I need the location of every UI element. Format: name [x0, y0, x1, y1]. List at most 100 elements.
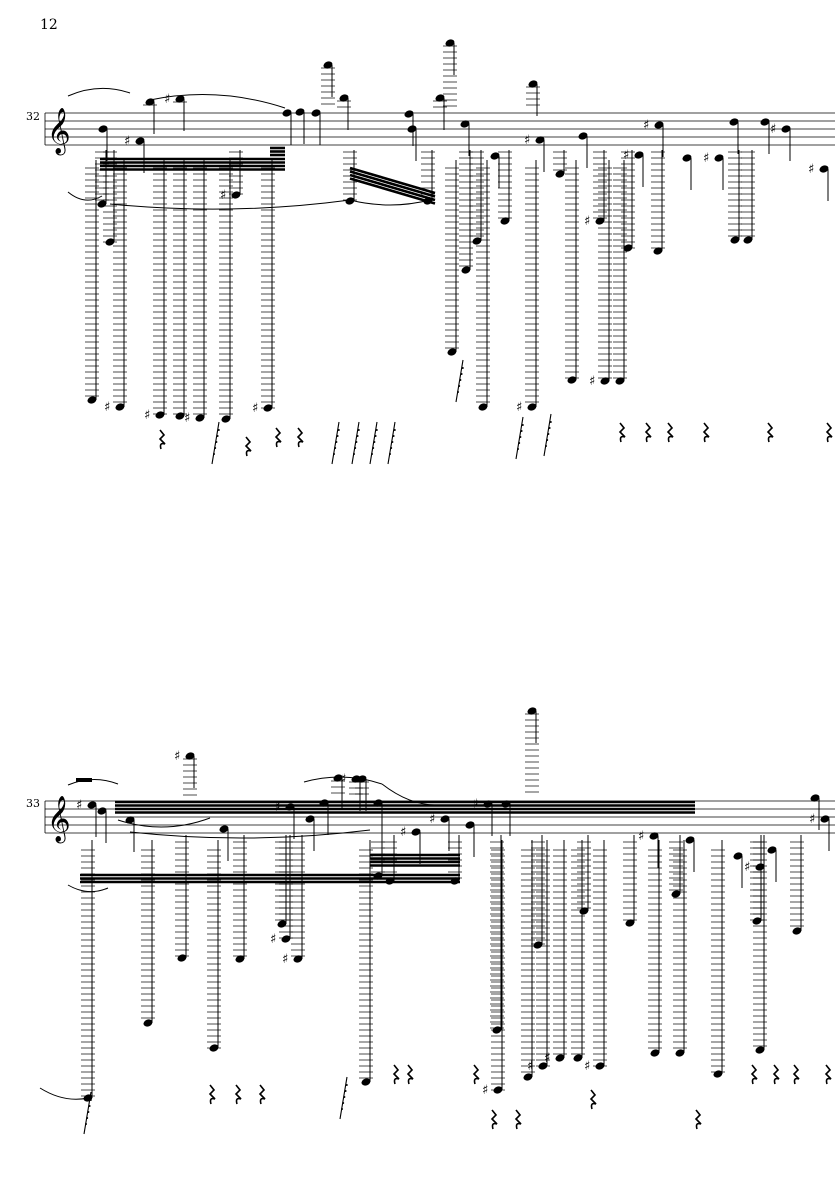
- notehead: [87, 396, 97, 404]
- notehead: [447, 348, 457, 356]
- notehead: [752, 917, 762, 925]
- notehead: [819, 165, 829, 173]
- tremolo-dot: [459, 379, 462, 381]
- slur: [117, 817, 211, 828]
- notehead: [311, 109, 321, 117]
- sharp-accidental: ♯: [808, 162, 814, 177]
- notehead: [319, 799, 329, 807]
- quarter-rest: [702, 422, 710, 443]
- notehead: [650, 1049, 660, 1057]
- notehead: [440, 815, 450, 823]
- quarter-rest: [258, 1084, 266, 1105]
- sharp-accidental: ♯: [270, 932, 276, 947]
- tremolo-dot: [374, 435, 377, 437]
- quarter-rest: [750, 1064, 758, 1085]
- notehead: [501, 800, 511, 808]
- notehead: [361, 1078, 371, 1086]
- sharp-accidental: ♯: [340, 772, 346, 787]
- notehead: [682, 154, 692, 162]
- tremolo-dot: [519, 436, 522, 438]
- sharp-accidental: ♯: [400, 825, 406, 840]
- beam: [349, 173, 436, 202]
- notehead: [755, 863, 765, 871]
- tremolo-dot: [372, 447, 375, 449]
- tremolo-stem: [515, 416, 524, 460]
- tremolo-stem: [83, 1091, 92, 1135]
- tremolo-dot: [389, 453, 391, 455]
- sharp-accidental: ♯: [544, 1051, 550, 1066]
- tremolo-dot: [517, 448, 519, 450]
- tremolo-dot: [460, 373, 463, 375]
- quarter-rest: [234, 1084, 242, 1105]
- quarter-rest: [514, 1109, 522, 1130]
- notehead: [235, 955, 245, 963]
- notehead: [578, 132, 588, 140]
- notehead: [500, 217, 510, 225]
- tremolo-stem: [211, 421, 220, 465]
- notehead: [407, 125, 417, 133]
- sharp-accidental: ♯: [770, 122, 776, 137]
- tremolo-dot: [549, 421, 552, 423]
- slur: [381, 783, 441, 806]
- notehead: [634, 151, 644, 159]
- sharp-accidental: ♯: [174, 749, 180, 764]
- notehead: [435, 94, 445, 102]
- notehead: [450, 877, 460, 885]
- slur: [109, 199, 351, 210]
- tremolo-dot: [518, 442, 521, 444]
- sharp-accidental: ♯: [144, 408, 150, 423]
- quarter-rest: [824, 1064, 832, 1085]
- notehead: [623, 244, 633, 252]
- notehead: [733, 852, 743, 860]
- quarter-rest: [772, 1064, 780, 1085]
- notehead: [595, 217, 605, 225]
- music-system: 𝄞♯♯♯♯♯♯♯♯♯♯♯♯♯♯♯♯: [44, 39, 835, 465]
- slur: [67, 87, 131, 97]
- notehead: [305, 815, 315, 823]
- tremolo-dot: [520, 430, 523, 432]
- sharp-accidental: ♯: [482, 1083, 488, 1098]
- tremolo-dot: [216, 435, 219, 437]
- notehead: [573, 1054, 583, 1062]
- measure-number: 32: [26, 110, 40, 123]
- tremolo-dot: [89, 1099, 92, 1101]
- notehead: [685, 836, 695, 844]
- notehead: [671, 890, 681, 898]
- notehead: [98, 125, 108, 133]
- notehead: [579, 907, 589, 915]
- tremolo-dot: [345, 1084, 348, 1086]
- tremolo-stem: [339, 1076, 348, 1120]
- tremolo-dot: [342, 1102, 345, 1104]
- quarter-rest: [490, 1109, 498, 1130]
- tremolo-dot: [545, 445, 547, 447]
- tremolo-dot: [375, 429, 378, 431]
- tremolo-dot: [335, 441, 338, 443]
- notehead: [323, 61, 333, 69]
- tremolo-dot: [373, 441, 376, 443]
- sharp-accidental: ♯: [584, 1059, 590, 1074]
- sharp-accidental: ♯: [589, 374, 595, 389]
- sharp-accidental: ♯: [124, 134, 130, 149]
- notehead: [555, 1054, 565, 1062]
- notehead: [339, 94, 349, 102]
- beam: [349, 170, 436, 198]
- quarter-rest: [825, 422, 833, 443]
- notehead: [533, 941, 543, 949]
- tremolo-dot: [392, 435, 395, 437]
- tremolo-dot: [85, 1123, 87, 1125]
- tremolo-dot: [353, 453, 355, 455]
- tremolo-dot: [337, 429, 340, 431]
- sharp-accidental: ♯: [76, 798, 82, 813]
- notehead: [155, 411, 165, 419]
- slur: [67, 191, 103, 201]
- music-system: 𝄞♯♯♯♯♯♯♯♯♯♯♯♯♯♯♯♯: [39, 707, 835, 1135]
- treble-clef: 𝄞: [47, 108, 71, 156]
- notehead: [820, 815, 830, 823]
- notehead: [175, 412, 185, 420]
- notehead: [567, 376, 577, 384]
- tremolo-dot: [461, 367, 464, 369]
- notehead: [490, 152, 500, 160]
- sharp-accidental: ♯: [623, 148, 629, 163]
- tremolo-dot: [547, 433, 550, 435]
- notehead: [492, 1026, 502, 1034]
